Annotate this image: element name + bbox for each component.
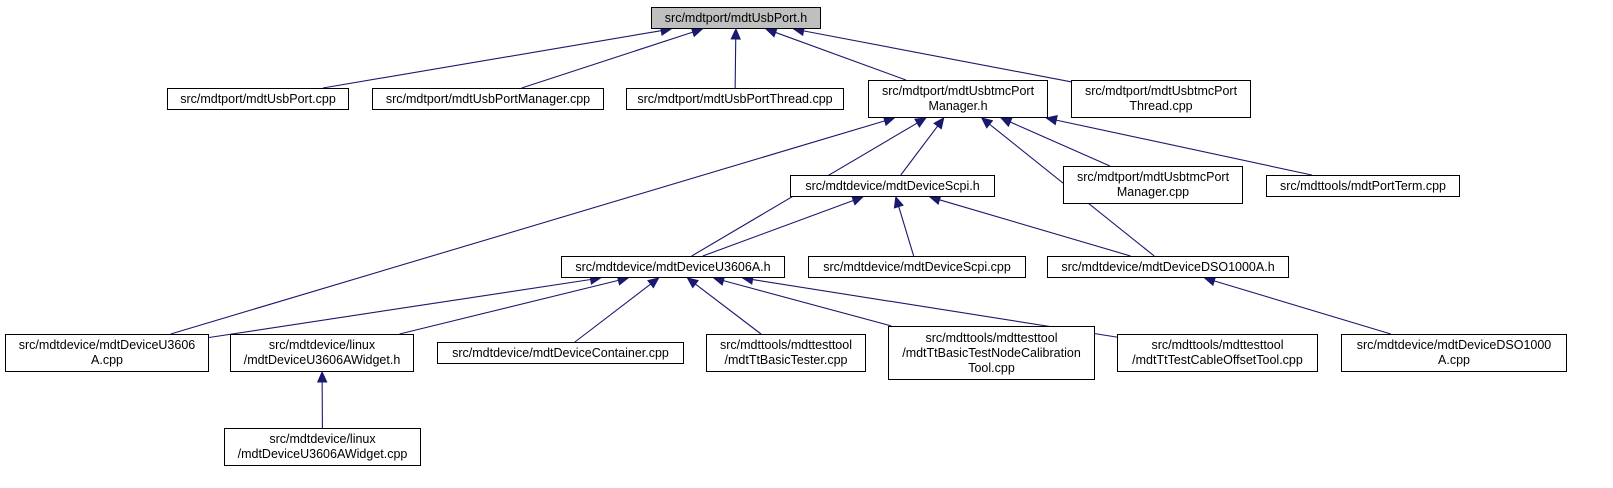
node-label-line: src/mdtport/mdtUsbtmcPort: [1076, 170, 1230, 184]
node-mdtusbport-h[interactable]: src/mdtport/mdtUsbPort.h: [651, 7, 821, 29]
node-mdtdevicedso1000a-cpp[interactable]: src/mdtdevice/mdtDeviceDSO1000 A.cpp: [1341, 334, 1567, 372]
dependency-edge-devicescpi_cpp-to-devicescpi_h: [898, 206, 915, 257]
node-mdtusbtmcportmanager-h[interactable]: src/mdtport/mdtUsbtmcPort Manager.h: [868, 80, 1048, 118]
dependency-edge-deviceu3606a_cpp-to-deviceu3606a_h: [208, 278, 591, 339]
dependency-edge-deviceu3606a_cpp-to-usbtmcportmanager_h: [170, 120, 885, 335]
node-mdtusbtmcportmanager-cpp[interactable]: src/mdtport/mdtUsbtmcPort Manager.cpp: [1063, 166, 1243, 204]
node-label-line: src/mdttools/mdttesttool: [925, 330, 1058, 345]
node-label-line: Thread.cpp: [1129, 99, 1193, 113]
arrowhead-icon: [316, 370, 328, 383]
node-label-line: src/mdtdevice/mdtDeviceDSO1000A.h: [1061, 259, 1275, 274]
dependency-edge-devicedso1000a_cpp-to-devicedso1000a_h: [1213, 280, 1391, 335]
arrowhead-icon: [1045, 115, 1058, 126]
node-label-line: src/mdtport/mdtUsbPortManager.cpp: [385, 91, 591, 106]
node-mdtttestcableoffsettool-cpp[interactable]: src/mdttools/mdttesttool /mdtTtTestCable…: [1117, 334, 1318, 372]
arrowhead-icon: [893, 195, 904, 209]
arrowhead-icon: [980, 117, 994, 129]
node-label-line: src/mdttools/mdttesttool: [1151, 338, 1284, 352]
node-label-line: /mdtTtBasicTestNodeCalibration: [902, 345, 1081, 360]
arrowhead-icon: [647, 277, 660, 289]
dependency-edge-calibrationtool_cpp-to-deviceu3606a_h: [723, 280, 892, 327]
dependency-edge-usbtmcportthread_cpp-to-usbport_h: [803, 30, 1072, 83]
dependency-edge-usbtmcportmanager_cpp-to-usbtmcportmanager_h: [1010, 121, 1111, 167]
arrowhead-icon: [690, 27, 704, 38]
node-label-line: src/mdtport/mdtUsbtmcPort: [881, 84, 1035, 98]
dependency-edge-devicecontainer_cpp-to-deviceu3606a_h: [574, 283, 651, 343]
node-label-line: src/mdttools/mdttesttool: [720, 338, 852, 352]
node-label-line: src/mdtdevice/linux: [268, 338, 376, 352]
node-label-line: src/mdtdevice/mdtDeviceU3606A.h: [575, 259, 771, 274]
dependency-edge-usbportthread_cpp-to-usbport_h: [734, 38, 737, 89]
node-label-line: Manager.h: [928, 99, 988, 113]
node-mdtdeviceu3606a-cpp[interactable]: src/mdtdevice/mdtDeviceU3606 A.cpp: [5, 334, 209, 372]
node-label-line: Tool.cpp: [968, 360, 1015, 375]
node-mdtttbasictester-cpp[interactable]: src/mdttools/mdttesttool /mdtTtBasicTest…: [706, 334, 866, 372]
node-label-line: src/mdtdevice/mdtDeviceScpi.cpp: [823, 259, 1011, 274]
node-label-line: src/mdtdevice/mdtDeviceU3606: [18, 338, 196, 352]
arrowhead-icon: [686, 277, 699, 289]
dependency-edge-usbportmanager_cpp-to-usbport_h: [521, 31, 693, 89]
node-label-line: A.cpp: [1438, 353, 1470, 367]
dependency-edge-portterm_cpp-to-usbtmcportmanager_h: [1056, 119, 1312, 176]
node-mdtportterm-cpp[interactable]: src/mdttools/mdtPortTerm.cpp: [1266, 175, 1460, 197]
dependency-edge-basictester_cpp-to-deviceu3606a_h: [695, 283, 762, 335]
node-label-line: /mdtDeviceU3606AWidget.cpp: [237, 447, 408, 461]
node-mdtdevicescpi-cpp[interactable]: src/mdtdevice/mdtDeviceScpi.cpp: [808, 256, 1026, 278]
node-label-line: src/mdtport/mdtUsbPort.h: [664, 10, 808, 25]
node-mdtdeviceu3606a-h[interactable]: src/mdtdevice/mdtDeviceU3606A.h: [561, 256, 785, 278]
dependency-edge-devicescpi_h-to-usbtmcportmanager_h: [900, 125, 939, 176]
node-label-line: src/mdtport/mdtUsbPortThread.cpp: [637, 91, 833, 106]
node-mdtdevicecontainer-cpp[interactable]: src/mdtdevice/mdtDeviceContainer.cpp: [437, 342, 684, 364]
node-mdtusbport-cpp[interactable]: src/mdtport/mdtUsbPort.cpp: [167, 88, 349, 110]
node-label-line: A.cpp: [91, 353, 123, 367]
dependency-edge-usbport_cpp-to-usbport_h: [322, 30, 662, 89]
node-mdtttbasictestnodecalibrationtool-cpp[interactable]: src/mdttools/mdttesttool /mdtTtBasicTest…: [888, 326, 1095, 380]
node-label-line: src/mdtdevice/mdtDeviceScpi.h: [805, 178, 980, 193]
node-label-line: Manager.cpp: [1116, 185, 1190, 199]
node-label-line: src/mdtport/mdtUsbPort.cpp: [180, 91, 336, 106]
node-mdtdeviceu3606awidget-h[interactable]: src/mdtdevice/linux /mdtDeviceU3606AWidg…: [230, 334, 414, 372]
arrowhead-icon: [999, 117, 1013, 128]
node-label-line: src/mdttools/mdtPortTerm.cpp: [1279, 178, 1446, 193]
dependency-edge-devicedso1000a_h-to-devicescpi_h: [939, 199, 1131, 257]
node-mdtdevicedso1000a-h[interactable]: src/mdtdevice/mdtDeviceDSO1000A.h: [1047, 256, 1289, 278]
node-mdtdeviceu3606awidget-cpp[interactable]: src/mdtdevice/linux /mdtDeviceU3606AWidg…: [224, 428, 421, 466]
node-label-line: src/mdtdevice/mdtDeviceDSO1000: [1356, 338, 1552, 352]
dependency-edge-deviceu3606a_h-to-devicescpi_h: [702, 199, 854, 257]
node-label-line: src/mdtdevice/linux: [269, 432, 376, 446]
node-label-line: /mdtDeviceU3606AWidget.h: [243, 353, 401, 367]
arrowhead-icon: [933, 117, 945, 130]
arrowhead-icon: [730, 27, 741, 40]
node-label-line: src/mdtport/mdtUsbtmcPort: [1084, 84, 1238, 98]
node-label-line: /mdtTtBasicTester.cpp: [724, 353, 848, 367]
node-label-line: /mdtTtTestCableOffsetTool.cpp: [1132, 353, 1303, 367]
dependency-edge-usbtmcportmanager_h-to-usbport_h: [775, 31, 907, 81]
arrowhead-icon: [851, 195, 864, 206]
node-label-line: src/mdtdevice/mdtDeviceContainer.cpp: [452, 345, 669, 360]
node-mdtdevicescpi-h[interactable]: src/mdtdevice/mdtDeviceScpi.h: [790, 175, 995, 197]
dependency-edge-u3606awidget_h-to-deviceu3606a_h: [399, 279, 619, 335]
node-mdtusbportthread-cpp[interactable]: src/mdtport/mdtUsbPortThread.cpp: [626, 88, 844, 110]
node-mdtusbtmcportthread-cpp[interactable]: src/mdtport/mdtUsbtmcPort Thread.cpp: [1071, 80, 1251, 118]
arrowhead-icon: [914, 117, 927, 128]
node-mdtusbportmanager-cpp[interactable]: src/mdtport/mdtUsbPortManager.cpp: [372, 88, 604, 110]
arrowhead-icon: [764, 27, 778, 38]
